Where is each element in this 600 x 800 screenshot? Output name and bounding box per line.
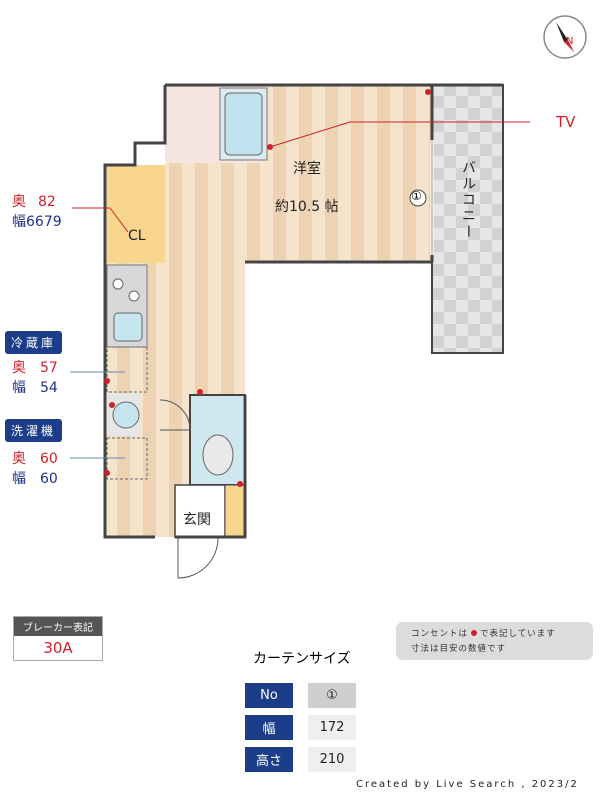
western-room-size: 約10.5 帖 bbox=[275, 199, 339, 215]
width-label: 幅 bbox=[12, 471, 26, 487]
washer-tag: 洗濯機 bbox=[5, 419, 63, 442]
depth-label: 奥 bbox=[12, 451, 26, 467]
curtain-header: 幅 bbox=[245, 715, 293, 740]
compass: N bbox=[542, 14, 588, 60]
breaker-value: 30A bbox=[43, 639, 73, 657]
curtain-value: 210 bbox=[308, 747, 356, 772]
western-room-floor bbox=[105, 85, 432, 537]
curtain-value: ① bbox=[308, 683, 356, 708]
closet bbox=[107, 165, 165, 263]
tv-label: TV bbox=[556, 113, 576, 131]
notes-box: コンセントは で表記しています 寸法は目安の数値です bbox=[396, 622, 593, 660]
western-room-label: 洋室 bbox=[293, 161, 321, 177]
note-text: コンセントは bbox=[411, 629, 469, 639]
footer-credit: Created by Live Search , 2023/2 bbox=[356, 779, 579, 790]
width-value: 6679 bbox=[26, 214, 62, 230]
depth-value: 57 bbox=[40, 360, 58, 376]
depth-label: 奥 bbox=[12, 194, 26, 210]
closet-dimensions: 奥 82 幅6679 bbox=[12, 192, 62, 232]
compass-icon bbox=[543, 15, 587, 59]
width-value: 60 bbox=[40, 471, 58, 487]
closet-label: CL bbox=[128, 228, 146, 244]
curtain-header: No bbox=[245, 683, 293, 708]
width-value: 54 bbox=[40, 380, 58, 396]
width-label: 幅 bbox=[12, 380, 26, 396]
floor-plan bbox=[70, 83, 530, 579]
washer-dimensions: 奥 60 幅 60 bbox=[12, 449, 58, 489]
window-marker: ① bbox=[411, 189, 422, 203]
outlet-marker-icon bbox=[471, 630, 478, 636]
note-text: で表記しています bbox=[480, 629, 556, 639]
note-text: 寸法は目安の数値です bbox=[411, 644, 507, 654]
depth-value: 60 bbox=[40, 451, 58, 467]
curtain-value: 172 bbox=[308, 715, 356, 740]
fridge-tag: 冷蔵庫 bbox=[5, 331, 63, 354]
depth-value: 82 bbox=[38, 194, 56, 210]
breaker-box: ブレーカー表記 30A bbox=[13, 616, 103, 661]
entrance-label: 玄関 bbox=[183, 512, 211, 528]
outlet-markers bbox=[104, 89, 431, 487]
breaker-title: ブレーカー表記 bbox=[14, 617, 102, 636]
depth-label: 奥 bbox=[12, 360, 26, 376]
fridge-space bbox=[106, 346, 148, 393]
curtain-title: カーテンサイズ bbox=[253, 651, 351, 667]
fridge-dimensions: 奥 57 幅 54 bbox=[12, 358, 58, 398]
shoe-box bbox=[224, 484, 246, 538]
balcony bbox=[431, 84, 504, 354]
width-label: 幅 bbox=[12, 214, 26, 230]
curtain-header: 高さ bbox=[245, 747, 293, 772]
balcony-label: バルコニー bbox=[460, 160, 476, 240]
compass-north-label: N bbox=[566, 36, 574, 47]
